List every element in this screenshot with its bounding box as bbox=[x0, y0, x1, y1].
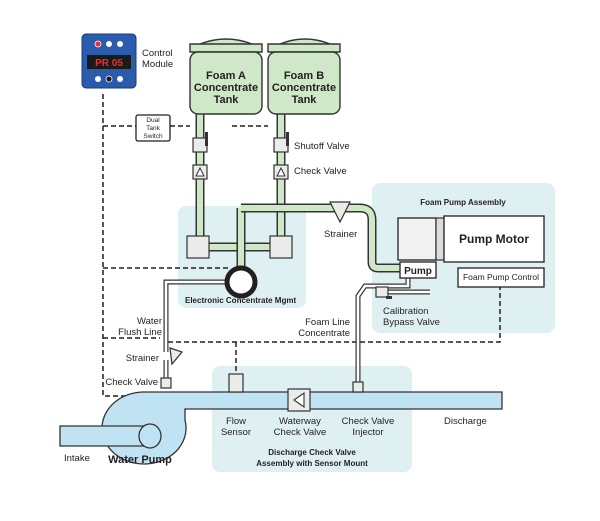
check-valve-a-icon bbox=[192, 164, 208, 180]
foam-pump bbox=[399, 261, 437, 279]
foam-pump-assembly-title: Foam Pump Assembly bbox=[420, 198, 506, 207]
dual-tank-switch-label-3: Switch bbox=[143, 133, 163, 140]
waterway-label-2: Check Valve bbox=[274, 427, 327, 438]
waterway-label-1: Waterway bbox=[279, 416, 321, 427]
foam-b-tank bbox=[267, 38, 341, 115]
foam-a-tank-label-2: Concentrate bbox=[194, 82, 258, 94]
control-module-label-2: Module bbox=[142, 59, 173, 70]
pump-motor-label: Pump Motor bbox=[459, 232, 529, 246]
foam-a-tank-label-1: Foam A bbox=[206, 70, 246, 82]
foam-line-label-2: Concentrate bbox=[298, 328, 350, 339]
check-valve-injector-icon bbox=[352, 381, 364, 393]
dual-tank-switch[interactable] bbox=[135, 114, 171, 142]
flow-sensor-label-1: Flow bbox=[226, 416, 246, 427]
control-module-display: PR 05 bbox=[95, 58, 123, 69]
strainer-left-icon bbox=[169, 347, 184, 366]
waterway-check-valve-arrow bbox=[293, 391, 305, 409]
flow-sensor-label-2: Sensor bbox=[221, 427, 251, 438]
strainer-top-label: Strainer bbox=[324, 229, 357, 240]
foam-a-tank-label-3: Tank bbox=[214, 94, 240, 106]
pump-motor bbox=[397, 215, 545, 263]
water-pump-label: Water Pump bbox=[108, 454, 172, 466]
strainer-top-icon bbox=[329, 201, 351, 224]
foam-pump-control[interactable] bbox=[457, 267, 545, 288]
ecm-meter-icon bbox=[224, 265, 258, 299]
calibration-label-2: Bypass Valve bbox=[383, 317, 440, 328]
dcv-assembly-label-1: Discharge Check Valve bbox=[268, 448, 356, 457]
flow-sensor-icon bbox=[228, 373, 244, 393]
control-module-label-1: Control bbox=[142, 48, 173, 59]
intake-label: Intake bbox=[64, 453, 90, 464]
check-valve-top-label: Check Valve bbox=[294, 166, 347, 177]
strainer-left-label: Strainer bbox=[126, 353, 159, 364]
shutoff-valve-a-icon[interactable] bbox=[192, 132, 208, 153]
ecm-valve-a bbox=[186, 235, 210, 259]
cv-injector-label-1: Check Valve bbox=[342, 416, 395, 427]
foam-b-tank-label-3: Tank bbox=[292, 94, 318, 106]
dual-tank-switch-label-1: Dual bbox=[146, 117, 160, 124]
control-module[interactable]: PR 05 bbox=[81, 33, 137, 89]
foam-b-tank-label-2: Concentrate bbox=[272, 82, 336, 94]
water-flush-label-1: Water bbox=[137, 316, 162, 327]
dcv-assembly-label-2: Assembly with Sensor Mount bbox=[256, 459, 368, 468]
water-flush-label-2: Flush Line bbox=[118, 327, 162, 338]
calibration-bypass-valve-icon[interactable] bbox=[375, 286, 392, 299]
discharge-label: Discharge bbox=[444, 416, 487, 427]
foam-pump-label: Pump bbox=[404, 266, 432, 277]
foam-line-label-1: Foam Line bbox=[305, 317, 350, 328]
calibration-label-1: Calibration bbox=[383, 306, 428, 317]
foam-pump-control-label: Foam Pump Control bbox=[463, 272, 539, 282]
foam-a-tank bbox=[189, 38, 263, 115]
check-valve-left-icon bbox=[160, 377, 172, 389]
cv-injector-label-2: Injector bbox=[352, 427, 383, 438]
ecm-valve-b bbox=[269, 235, 293, 259]
foam-b-tank-label-1: Foam B bbox=[284, 70, 324, 82]
ecm-label: Electronic Concentrate Mgmt bbox=[185, 296, 296, 305]
dual-tank-switch-label-2: Tank bbox=[146, 125, 160, 132]
shutoff-valve-label: Shutoff Valve bbox=[294, 141, 350, 152]
check-valve-b-icon bbox=[273, 164, 289, 180]
shutoff-valve-b-icon[interactable] bbox=[273, 132, 289, 153]
check-valve-left-label: Check Valve bbox=[105, 377, 158, 388]
